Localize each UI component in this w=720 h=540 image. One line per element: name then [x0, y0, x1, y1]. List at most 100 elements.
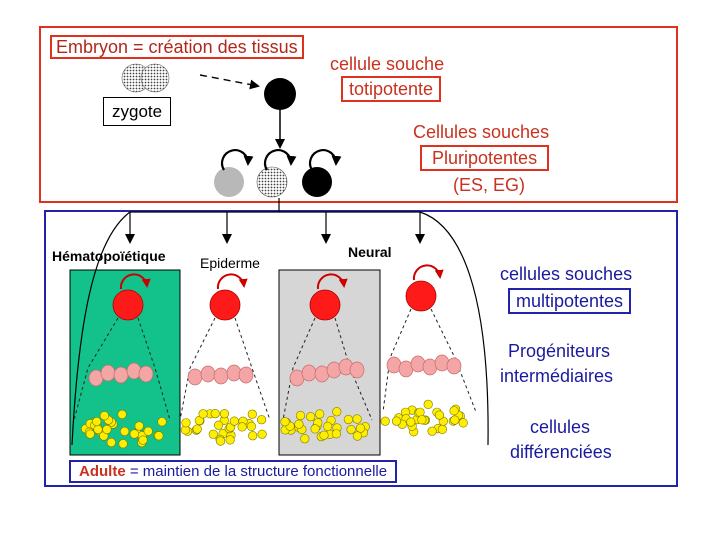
differentiated-cell [300, 434, 310, 444]
progenitor-cell [113, 366, 129, 384]
progenitor-cell [301, 364, 317, 382]
pluripotent-cells [214, 149, 342, 198]
multipotent-cells [112, 264, 444, 321]
differentiated-cell [93, 424, 103, 435]
differentiated-cell [247, 409, 257, 419]
differentiated-cell [346, 425, 356, 435]
differentiated-cell [423, 399, 433, 410]
pluripotent-label-line3: (ES, EG) [453, 175, 526, 195]
differentiated-cell [434, 410, 445, 420]
differentiated-cell [214, 420, 224, 430]
multipotent-label-line1: cellules souches [500, 264, 633, 284]
differentiated-cell [352, 431, 363, 441]
differentiated-cell [332, 407, 342, 417]
progenitor-cell [349, 361, 365, 379]
differentiated-cell [215, 436, 226, 446]
pluripotent-label-line2: Pluripotentes [420, 145, 550, 171]
differentiated-cell [310, 424, 320, 434]
differentiated-cell [118, 439, 128, 449]
differentiated-cell [319, 430, 329, 440]
differentiated-cell [92, 417, 102, 427]
differentiated-cell [380, 416, 390, 426]
progenitor-cells [88, 354, 462, 387]
differentiated-cell [450, 415, 460, 425]
progenitor-cell [187, 368, 203, 386]
differentiated-cell [248, 431, 258, 441]
differentiated-cell [117, 409, 127, 420]
adult-title-bold: Adulte [79, 463, 126, 480]
differentiated-cell [427, 426, 437, 436]
differentiated-cell [225, 435, 235, 445]
differentiated-cell [246, 421, 256, 432]
differentiated-cell [257, 429, 267, 439]
differentiated-cell [391, 416, 402, 426]
neural-label: Neural [348, 244, 392, 260]
progenitors-label-line1: Progéniteurs [508, 341, 611, 361]
differentiated-cell [355, 423, 366, 433]
differentiated-cell [192, 424, 202, 434]
totipotent-label-line2: totipotente [341, 76, 442, 102]
adult-title: Adulte = maintien de la structure foncti… [69, 460, 398, 483]
differentiated-cell [306, 412, 316, 422]
differentiated-cell [280, 417, 290, 427]
differentiated-cell [129, 429, 139, 439]
differentiated-cell [449, 406, 459, 416]
embryo-frame [39, 26, 678, 203]
differentiated-cell [294, 419, 304, 429]
progenitor-cell [446, 357, 462, 375]
progenitor-cell [200, 365, 216, 383]
differentiated-cell [181, 418, 191, 428]
progenitor-cell [100, 364, 116, 382]
epidermis-label: Epiderme [198, 255, 262, 271]
progenitor-cell [238, 366, 254, 384]
differentiated-cell [198, 409, 208, 419]
progenitor-cell [213, 367, 229, 385]
progenitor-cell [434, 354, 450, 372]
lineage-branches [71, 198, 489, 446]
differentiated-cell [208, 429, 218, 439]
progenitor-cell [138, 365, 154, 383]
differentiated-cells [80, 399, 468, 449]
differentiated-cell [323, 421, 333, 432]
differentiated-cell [106, 437, 116, 448]
differentiated-cell [99, 411, 109, 421]
differentiated-cell [134, 421, 144, 431]
differentiated-cell [331, 429, 342, 439]
differentiated-cell [406, 417, 416, 427]
adult-frame [44, 210, 678, 487]
differentiated-cell [315, 409, 325, 419]
differentiated-cell [229, 416, 239, 426]
differentiated-cell [219, 409, 229, 419]
differentiated-cell [257, 415, 267, 425]
differentiated-cell [157, 417, 167, 427]
differentiated-cell [143, 426, 153, 436]
hematopoietic-label: Hématopoïétique [52, 248, 166, 264]
totipotent-cell [264, 78, 296, 110]
progenitors-label-line2: intermédiaires [500, 366, 614, 386]
embryo-title: Embryon = création des tissus [50, 35, 304, 59]
differentiated-cell [85, 429, 95, 439]
differentiated-cell [119, 426, 130, 437]
multipotent-label-line2: multipotentes [508, 288, 632, 314]
differentiated-cell [343, 414, 354, 425]
totipotent-label-line1: cellule souche [330, 54, 445, 74]
differentiated-label-line1: cellules [530, 417, 591, 437]
differentiated-cell [295, 410, 306, 421]
progenitor-cell [126, 362, 142, 380]
pluripotent-label-line1: Cellules souches [413, 122, 550, 142]
differentiated-cell [417, 415, 427, 425]
differentiated-cell [210, 409, 220, 419]
differentiated-label-line2: différenciées [510, 442, 612, 462]
differentiated-cell [458, 418, 468, 428]
zygote-cell [121, 63, 170, 93]
differentiated-cell [352, 414, 362, 424]
differentiated-cell [237, 422, 247, 432]
differentiated-cell [138, 435, 148, 445]
differentiated-cell [154, 431, 164, 441]
progenitor-cell [326, 361, 342, 379]
adult-title-rest: = maintien de la structure fonctionnelle [125, 463, 388, 480]
zygote-to-totipotent-arrow [199, 74, 260, 90]
differentiated-cell [102, 424, 112, 435]
differentiated-cell [437, 424, 448, 435]
